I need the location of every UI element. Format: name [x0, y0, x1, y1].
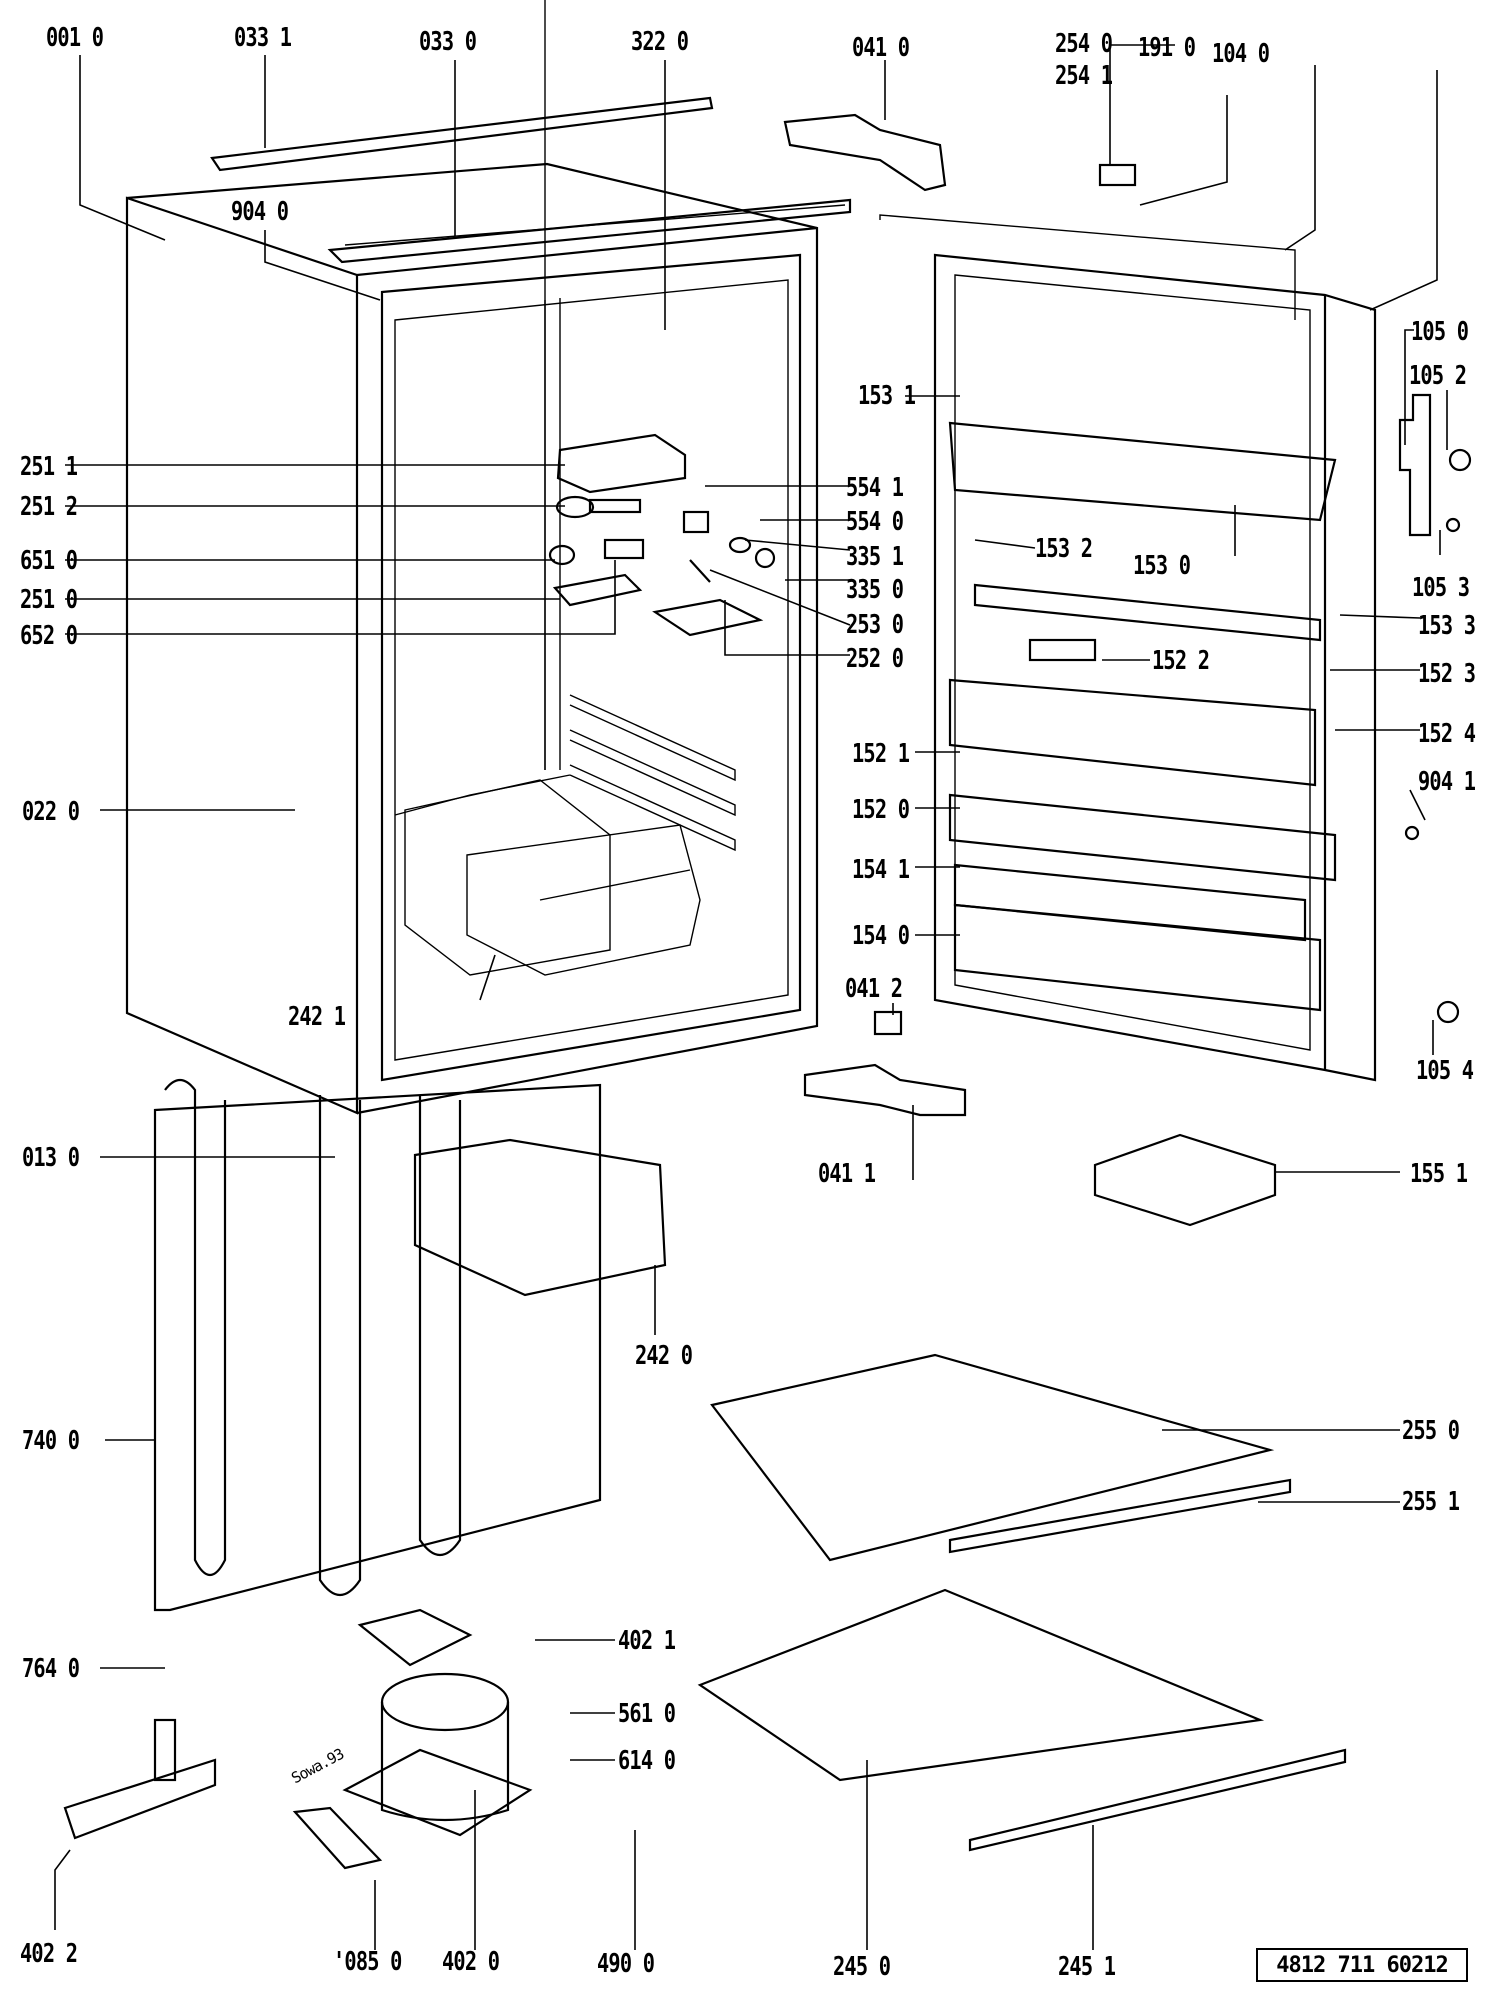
- part-label-105-3: 105 3: [1412, 573, 1470, 603]
- part-label-105-4: 105 4: [1416, 1056, 1474, 1086]
- part-label-614-0: 614 0: [618, 1746, 676, 1776]
- part-label-155-1: 155 1: [1410, 1159, 1468, 1189]
- part-label-251-0: 251 0: [20, 585, 78, 615]
- top-trims: [210, 96, 852, 264]
- part-label-252-0: 252 0: [846, 644, 904, 674]
- part-label-104-0: 104 0: [1212, 39, 1270, 69]
- part-label-105-0: 105 0: [1411, 317, 1469, 347]
- part-label-242-0: 242 0: [635, 1341, 693, 1371]
- part-label-335-0: 335 0: [846, 575, 904, 605]
- part-label-041-2: 041 2: [845, 974, 903, 1004]
- document-number-box: 4812 711 60212: [1256, 1948, 1468, 1982]
- part-label-554-1: 554 1: [846, 473, 904, 503]
- part-label-245-0: 245 0: [833, 1952, 891, 1982]
- part-label-152-1: 152 1: [852, 739, 910, 769]
- part-label-251-1: 251 1: [20, 452, 78, 482]
- part-label-152-0: 152 0: [852, 795, 910, 825]
- part-label-022-0: 022 0: [22, 797, 80, 827]
- part-label-251-2: 251 2: [20, 492, 78, 522]
- part-label-152-3: 152 3: [1418, 659, 1476, 689]
- part-label-402-0: 402 0: [442, 1947, 500, 1977]
- part-label-904-1: 904 1: [1418, 767, 1476, 797]
- part-label-245-1: 245 1: [1058, 1952, 1116, 1982]
- part-label-254-0: 254 0: [1055, 29, 1113, 59]
- part-label-740-0: 740 0: [22, 1426, 80, 1456]
- part-label-242-1: 242 1: [288, 1002, 346, 1032]
- part-label-041-1: 041 1: [818, 1159, 876, 1189]
- part-label-152-4: 152 4: [1418, 719, 1476, 749]
- wire-shelf: [697, 1588, 1347, 1852]
- leader-lines: [54, 44, 1448, 1950]
- part-label-033-1: 033 1: [234, 23, 292, 53]
- cabinet-body: [125, 0, 819, 1115]
- part-label-153-1: 153 1: [858, 381, 916, 411]
- part-label-335-1: 335 1: [846, 542, 904, 572]
- part-label-402-1: 402 1: [618, 1626, 676, 1656]
- part-label-041-0: 041 0: [852, 33, 910, 63]
- part-label-255-0: 255 0: [1402, 1416, 1460, 1446]
- part-label-191-0: 191 0: [1138, 33, 1196, 63]
- part-label-085-0: '085 0: [333, 1947, 402, 1977]
- latch-parts: [1398, 393, 1472, 1024]
- part-label-652-0: 652 0: [20, 621, 78, 651]
- part-label-322-0: 322 0: [631, 27, 689, 57]
- freezer-drawer: [413, 1138, 667, 1297]
- part-label-105-2: 105 2: [1409, 361, 1467, 391]
- part-label-554-0: 554 0: [846, 507, 904, 537]
- part-label-402-2: 402 2: [20, 1939, 78, 1969]
- hinges: [783, 113, 967, 1117]
- part-label-254-1: 254 1: [1055, 61, 1113, 91]
- compressor: [63, 1608, 533, 1870]
- butter-tray: [1093, 1133, 1277, 1227]
- part-label-153-0: 153 0: [1133, 551, 1191, 581]
- part-label-153-3: 153 3: [1418, 611, 1476, 641]
- part-label-904-0: 904 0: [231, 197, 289, 227]
- part-label-255-1: 255 1: [1402, 1487, 1460, 1517]
- part-label-153-2: 153 2: [1035, 534, 1093, 564]
- part-label-490-0: 490 0: [597, 1949, 655, 1979]
- part-label-001-0: 001 0: [46, 23, 104, 53]
- condenser: [153, 1078, 602, 1612]
- part-label-154-0: 154 0: [852, 921, 910, 951]
- part-label-561-0: 561 0: [618, 1699, 676, 1729]
- light-assembly: [548, 433, 776, 637]
- part-label-152-2: 152 2: [1152, 646, 1210, 676]
- glass-shelf: [710, 1353, 1292, 1562]
- part-label-764-0: 764 0: [22, 1654, 80, 1684]
- door: [879, 163, 1377, 1082]
- part-label-033-0: 033 0: [419, 27, 477, 57]
- part-label-154-1: 154 1: [852, 855, 910, 885]
- part-label-013-0: 013 0: [22, 1143, 80, 1173]
- part-label-651-0: 651 0: [20, 546, 78, 576]
- part-label-253-0: 253 0: [846, 610, 904, 640]
